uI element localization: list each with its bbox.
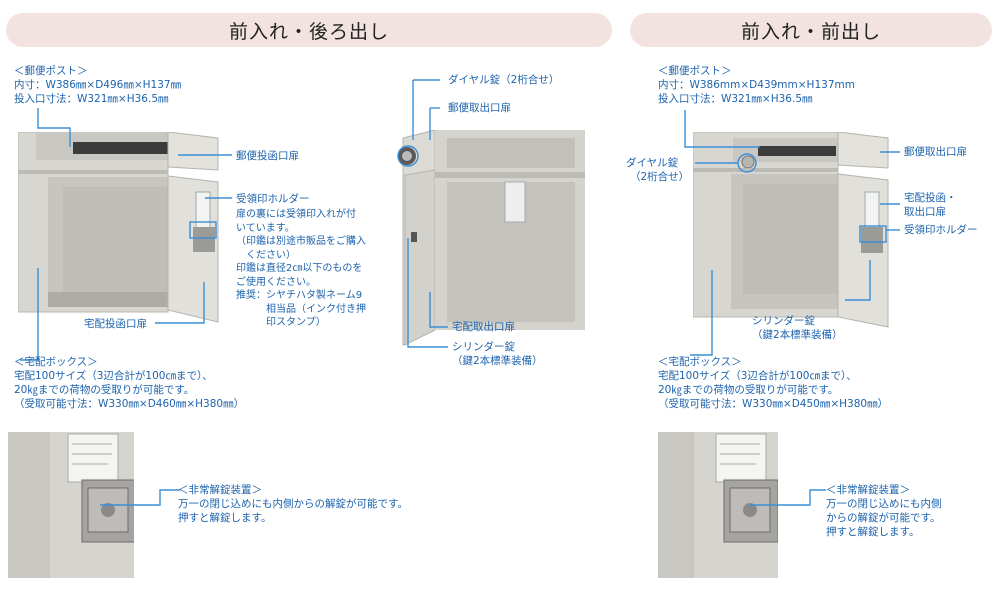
- label-dial-lock: ダイヤル錠（2桁合せ）: [448, 74, 560, 86]
- spec-line: 宅配100サイズ（3辺合計が100㎝まで）、: [14, 370, 213, 382]
- spec-heading: ＜郵便ポスト＞: [658, 65, 732, 77]
- section-title-front-out: 前入れ・前出し: [630, 13, 992, 47]
- section-title-rear-out: 前入れ・後ろ出し: [6, 13, 612, 47]
- label-cylinder-lock-sub: （鍵2本標準装備）: [752, 329, 843, 341]
- note-line: 相当品（インク付き押: [236, 303, 366, 315]
- label-dial-lock-sub: （2桁合せ）: [630, 171, 690, 183]
- note-line: 扉の裏には受領印入れが付: [236, 209, 356, 220]
- spec-line: 押すと解錠します。: [178, 512, 272, 524]
- spec-line: 万一の閉じ込めにも内側からの解錠が可能です。: [178, 498, 408, 510]
- product-photo-front-front: [693, 132, 889, 328]
- stamp-holder-note: 扉の裏には受領印入れが付 いています。 （印鑑は別途市販品をご購入 ください） …: [236, 208, 366, 330]
- label-stamp-holder: 受領印ホルダー: [904, 224, 978, 236]
- spec-heading: ＜非常解錠装置＞: [826, 484, 910, 496]
- right-mail-post-spec: ＜郵便ポスト＞ 内寸：W386mm×D439mm×H137mm 投入口寸法：W3…: [658, 64, 855, 106]
- emergency-release-photo: [8, 432, 134, 578]
- product-photo-front-open: [18, 132, 219, 323]
- spec-slot-dim: 投入口寸法：W321㎜×H36.5㎜: [658, 93, 813, 105]
- spec-line: からの解錠が可能です。: [826, 512, 941, 524]
- spec-heading: ＜非常解錠装置＞: [178, 484, 262, 496]
- right-parcel-box-spec: ＜宅配ボックス＞ 宅配100サイズ（3辺合計が100㎝まで）、 20㎏までの荷物…: [658, 355, 888, 411]
- spec-slot-dim: 投入口寸法：W321㎜×H36.5㎜: [14, 93, 169, 105]
- label-parcel-door-2: 取出口扉: [904, 206, 946, 218]
- left-parcel-box-spec: ＜宅配ボックス＞ 宅配100サイズ（3辺合計が100㎝まで）、 20㎏までの荷物…: [14, 355, 244, 411]
- note-line: （印鑑は別途市販品をご購入: [236, 236, 366, 247]
- product-photo-rear-open: [398, 130, 585, 346]
- note-line: 推奨：シヤチハタ製ネーム9: [236, 290, 363, 301]
- spec-line: （受取可能寸法：W330㎜×D460㎜×H380㎜）: [14, 398, 245, 410]
- note-line: 印鑑は直径2㎝以下のものを: [236, 263, 363, 274]
- spec-inner-dim: 内寸：W386㎜×D496㎜×H137㎜: [14, 79, 182, 91]
- spec-heading: ＜宅配ボックス＞: [14, 356, 98, 368]
- section-title-text: 前入れ・前出し: [740, 20, 881, 43]
- spec-line: 宅配100サイズ（3辺合計が100㎝まで）、: [658, 370, 857, 382]
- spec-line: 押すと解錠します。: [826, 526, 920, 538]
- label-cylinder-lock: シリンダー錠: [452, 341, 515, 353]
- section-title-text: 前入れ・後ろ出し: [228, 20, 389, 43]
- spec-line: （受取可能寸法：W330㎜×D450㎜×H380㎜）: [658, 398, 889, 410]
- note-line: いています。: [236, 222, 295, 234]
- note-line: ご使用ください。: [236, 276, 316, 288]
- label-cylinder-lock-sub: （鍵2本標準装備）: [452, 355, 543, 367]
- spec-line: 20㎏までの荷物の受取りが可能です。: [14, 384, 195, 396]
- label-parcel-insert-door: 宅配投函口扉: [84, 318, 147, 330]
- label-cylinder-lock: シリンダー錠: [752, 315, 815, 327]
- left-emergency-spec: ＜非常解錠装置＞ 万一の閉じ込めにも内側からの解錠が可能です。 押すと解錠します…: [178, 483, 408, 525]
- spec-heading: ＜郵便ポスト＞: [14, 65, 88, 77]
- note-line: ください）: [236, 249, 296, 261]
- spec-line: 万一の閉じ込めにも内側: [826, 498, 942, 510]
- emergency-release-photo-right: [658, 432, 778, 578]
- note-line: 印スタンプ）: [236, 317, 326, 328]
- label-parcel-outlet-door: 宅配取出口扉: [452, 321, 515, 333]
- spec-line: 20㎏までの荷物の受取りが可能です。: [658, 384, 839, 396]
- label-mail-outlet-door: 郵便取出口扉: [448, 102, 511, 114]
- label-mail-insert-door: 郵便投函口扉: [236, 150, 299, 162]
- label-parcel-door-1: 宅配投函・: [904, 192, 957, 204]
- right-emergency-spec: ＜非常解錠装置＞ 万一の閉じ込めにも内側 からの解錠が可能です。 押すと解錠しま…: [826, 483, 942, 539]
- left-mail-post-spec: ＜郵便ポスト＞ 内寸：W386㎜×D496㎜×H137㎜ 投入口寸法：W321㎜…: [14, 64, 181, 106]
- spec-inner-dim: 内寸：W386mm×D439mm×H137mm: [658, 79, 855, 91]
- label-mail-outlet-door: 郵便取出口扉: [904, 146, 967, 158]
- label-stamp-holder: 受領印ホルダー: [236, 193, 310, 205]
- spec-heading: ＜宅配ボックス＞: [658, 356, 742, 368]
- label-dial-lock: ダイヤル錠: [626, 157, 679, 169]
